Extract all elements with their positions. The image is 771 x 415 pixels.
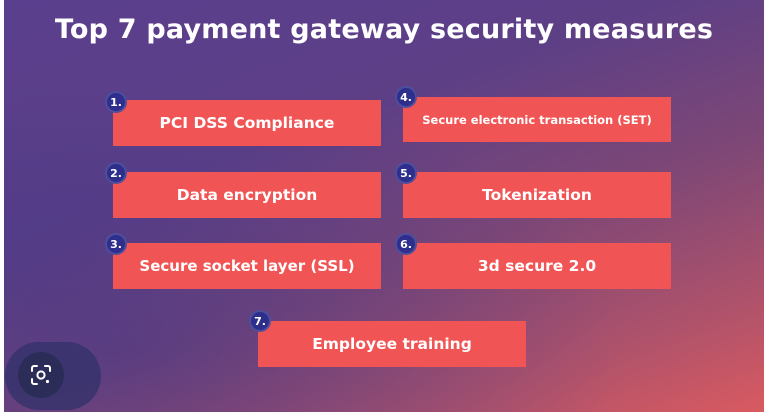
item-6-label: 3d secure 2.0 — [477, 257, 597, 275]
visual-search-lens-icon — [31, 365, 51, 385]
item-3-card: Secure socket layer (SSL) — [113, 243, 381, 289]
item-4-label: Secure electronic transaction (SET) — [422, 112, 652, 127]
item-5-card: Tokenization — [403, 172, 671, 218]
item-5-number-badge: 5. — [395, 162, 417, 184]
visual-search-button[interactable] — [18, 352, 64, 398]
item-4-card: Secure electronic transaction (SET) — [403, 97, 671, 142]
item-6-card: 3d secure 2.0 — [403, 243, 671, 289]
item-5-label: Tokenization — [482, 186, 592, 204]
item-1-card: PCI DSS Compliance — [113, 100, 381, 146]
item-7-number-badge: 7. — [249, 310, 271, 332]
item-4-number-badge: 4. — [395, 86, 417, 108]
item-3-number-badge: 3. — [105, 233, 127, 255]
item-2-label: Data encryption — [176, 186, 318, 204]
slide: Top 7 payment gateway security measures … — [4, 0, 764, 412]
item-7-card: Employee training — [258, 321, 526, 367]
item-2-card: Data encryption — [113, 172, 381, 218]
item-1-number-badge: 1. — [105, 91, 127, 113]
item-1-label: PCI DSS Compliance — [159, 114, 335, 132]
item-6-number-badge: 6. — [395, 233, 417, 255]
item-3-label: Secure socket layer (SSL) — [139, 257, 355, 275]
page-title: Top 7 payment gateway security measures — [54, 14, 714, 45]
item-2-number-badge: 2. — [105, 162, 127, 184]
item-7-label: Employee training — [312, 335, 472, 353]
